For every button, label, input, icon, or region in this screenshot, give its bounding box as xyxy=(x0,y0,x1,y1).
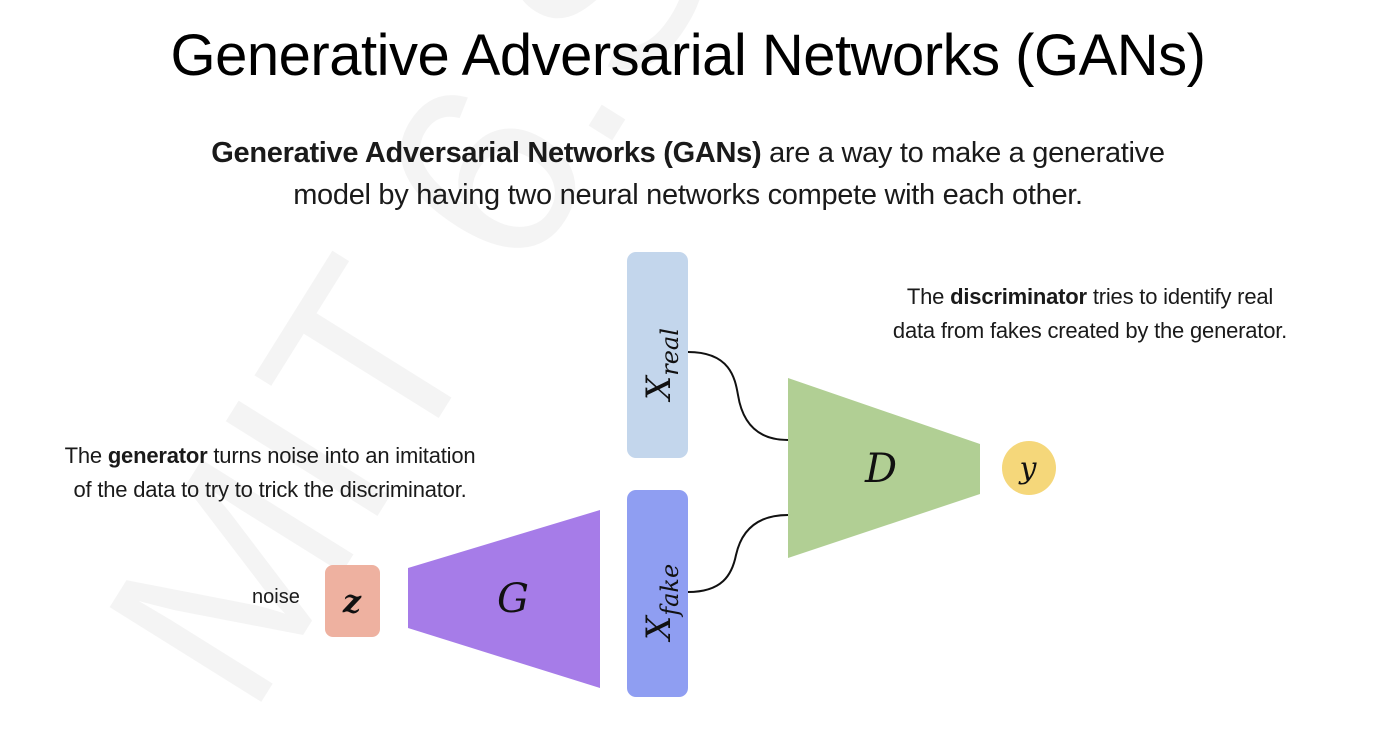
discriminator-trapezoid xyxy=(788,378,980,558)
edge-xfake-to-discriminator xyxy=(687,514,789,593)
x-fake-label: Xfake xyxy=(639,564,684,643)
caption-line2: of the data to try to trick the discrimi… xyxy=(73,477,467,502)
slide-subtitle: Generative Adversarial Networks (GANs) a… xyxy=(150,132,1226,216)
discriminator-label: D xyxy=(864,446,897,492)
caption-line1: turns noise into an imitation xyxy=(207,443,476,468)
noise-label: noise xyxy=(252,586,300,608)
generator-label: G xyxy=(497,576,529,622)
subtitle-line2: model by having two neural networks comp… xyxy=(293,179,1083,211)
y-node: y xyxy=(1002,441,1056,495)
caption-bold: discriminator xyxy=(950,284,1087,309)
caption-prefix: The xyxy=(64,443,108,468)
subtitle-line1: are a way to make a generative xyxy=(761,137,1165,169)
x-fake-box xyxy=(627,490,688,697)
generator-trapezoid xyxy=(408,510,600,688)
x-real-label: Xreal xyxy=(639,328,684,403)
caption-line1: tries to identify real xyxy=(1086,284,1274,309)
discriminator-node: D xyxy=(788,378,980,558)
z-label: z xyxy=(342,582,362,620)
z-node: z xyxy=(325,565,380,637)
caption-bold: generator xyxy=(107,443,208,468)
x-fake-node: Xfake xyxy=(627,490,688,697)
subtitle-bold: Generative Adversarial Networks (GANs) xyxy=(211,137,762,169)
discriminator-caption: The discriminator tries to identify real… xyxy=(830,280,1350,348)
z-box xyxy=(325,565,380,637)
slide-title: Generative Adversarial Networks (GANs) xyxy=(170,23,1207,88)
caption-prefix: The xyxy=(906,284,951,309)
caption-line2: data from fakes created by the generator… xyxy=(892,318,1288,343)
y-label: y xyxy=(1018,451,1038,486)
x-real-node: Xreal xyxy=(627,252,688,458)
y-circle xyxy=(1002,441,1056,495)
x-real-box xyxy=(627,252,688,458)
edge-xreal-to-discriminator xyxy=(687,351,789,441)
generator-caption: The generator turns noise into an imitat… xyxy=(0,439,540,507)
generator-node: G xyxy=(408,510,600,688)
